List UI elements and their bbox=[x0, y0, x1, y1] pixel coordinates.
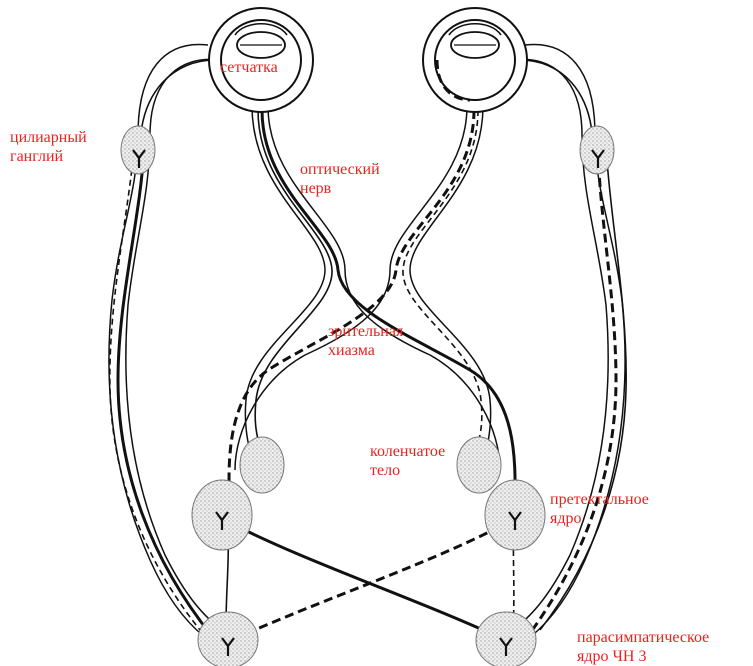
label-ciliary-ganglion: цилиарный ганглий bbox=[10, 128, 87, 166]
label-pretectal-nucleus: претектальное ядро bbox=[550, 490, 649, 528]
label-retina: сетчатка bbox=[220, 58, 278, 77]
parasympathetic-nucleus-left bbox=[198, 612, 258, 666]
label-geniculate-body: коленчатое тело bbox=[370, 442, 445, 480]
synapse-markers bbox=[133, 150, 604, 656]
label-optic-chiasm: зрительная хиазма bbox=[328, 322, 403, 360]
pretectal-nucleus-right bbox=[485, 480, 545, 550]
geniculate-body-left bbox=[240, 437, 284, 493]
eye-right bbox=[423, 8, 527, 112]
parasympathetic-nucleus-right bbox=[476, 612, 536, 666]
geniculate-body-right bbox=[457, 437, 501, 493]
label-optic-nerve: оптический нерв bbox=[300, 160, 380, 198]
pretectal-nucleus-left bbox=[192, 480, 252, 550]
label-parasympathetic-nucleus: парасимпатическое ядро ЧН 3 bbox=[577, 628, 709, 666]
